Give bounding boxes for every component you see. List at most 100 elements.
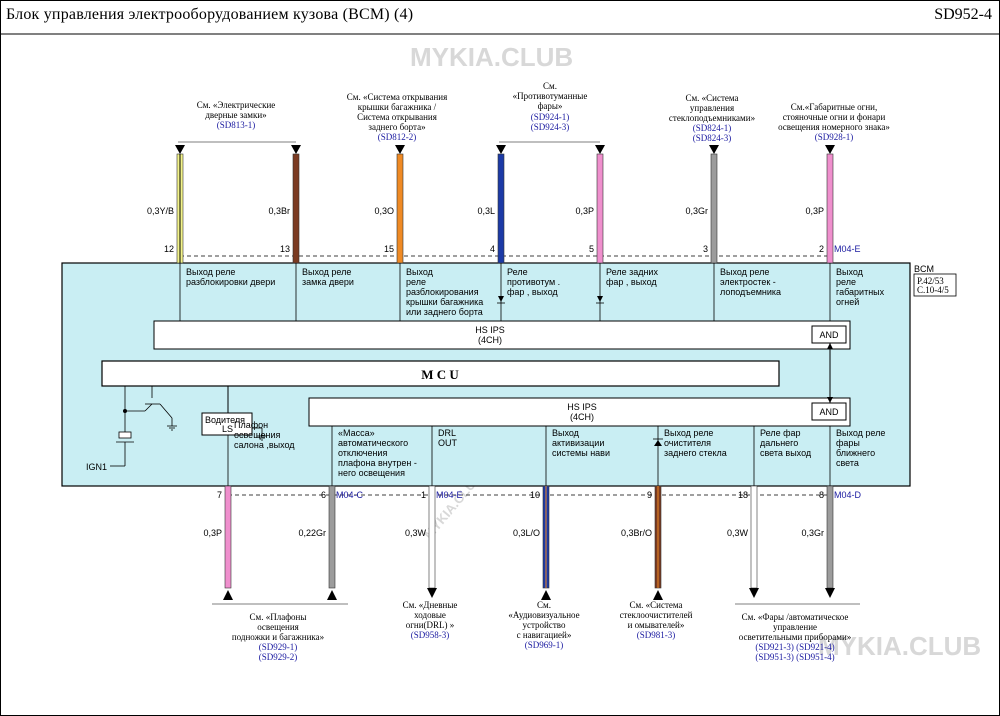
wire-color-code: 0,3Gr <box>801 528 824 538</box>
wire-function-label: него освещения <box>338 468 405 478</box>
svg-text:См. «Дневные: См. «Дневные <box>403 600 458 610</box>
ref-drl: См. «Дневные ходовые огни(DRL) » (SD958-… <box>403 600 458 640</box>
relay-diode-icon <box>597 296 603 302</box>
wire-body <box>596 153 604 264</box>
wire-body <box>292 153 300 264</box>
wire-function-label: системы нави <box>552 448 610 458</box>
wire-arrow <box>327 590 337 600</box>
wire-function-label: «Масса» <box>338 428 375 438</box>
wire-body <box>396 153 404 264</box>
wire-function-label: Реле фар <box>760 428 801 438</box>
wire-function-label: Реле <box>507 267 528 277</box>
svg-text:стеклоподъемниками»: стеклоподъемниками» <box>669 113 755 123</box>
svg-text:(SD924-1): (SD924-1) <box>531 112 570 122</box>
watermark-bottom: MYKIA.CLUB <box>818 631 981 661</box>
wire-function-label: фар , выход <box>606 277 657 287</box>
svg-text:управления: управления <box>690 103 734 113</box>
wire-arrow <box>175 145 185 154</box>
wire-function-label: разблокирования <box>406 287 479 297</box>
wire-function-label: OUT <box>438 438 458 448</box>
ref-av-navigation: См. «Аудиовизуальное устройство с навига… <box>508 600 579 650</box>
svg-text:подножки и багажника»: подножки и багажника» <box>232 632 324 642</box>
ign1-circuit <box>110 386 177 467</box>
wire-pin-number: 18 <box>738 490 748 500</box>
bcm-ref-2: C.10-4/5 <box>917 285 949 295</box>
wire-arrow <box>541 590 551 600</box>
svg-text:и омывателей»: и омывателей» <box>628 620 685 630</box>
svg-text:(SD813-1): (SD813-1) <box>217 120 256 130</box>
wire-function-label: света выход <box>760 448 812 458</box>
wire-function-label: салона ,выход <box>234 440 295 450</box>
page-number: SD952-4 <box>934 6 992 23</box>
wire-arrow <box>496 145 506 154</box>
wiper-diode-icon <box>654 440 662 446</box>
wire-arrow <box>749 588 759 598</box>
svg-text:См. «Система: См. «Система <box>629 600 682 610</box>
svg-text:См. «Электрические: См. «Электрические <box>197 100 276 110</box>
ign1-label: IGN1 <box>86 462 107 472</box>
svg-text:дверные замки»: дверные замки» <box>205 110 266 120</box>
and-gate-bottom <box>811 402 847 421</box>
driver-ls-label-2: LS <box>222 424 233 434</box>
mcu-label: M C U <box>421 367 459 382</box>
ref-headlamps: См. «Фары /автоматическое управление осв… <box>739 612 852 662</box>
svg-text:осветительными приборами»: осветительными приборами» <box>739 632 852 642</box>
page-header: Блок управления электрооборудованием куз… <box>0 0 1000 34</box>
svg-text:ходовые: ходовые <box>414 610 446 620</box>
wire-body <box>826 153 834 264</box>
wire-color-code: 0,3P <box>203 528 222 538</box>
wire-function-label: ближнего <box>836 448 875 458</box>
wire-function-label: Выход реле <box>302 267 351 277</box>
svg-text:устройство: устройство <box>523 620 566 630</box>
page-title: Блок управления электрооборудованием куз… <box>6 6 414 23</box>
wire-function-label: Выход реле <box>836 428 885 438</box>
driver-ls-box <box>201 412 253 436</box>
svg-text:стояночные огни и фонари: стояночные огни и фонари <box>783 112 886 122</box>
and-link-arrow-up <box>827 343 833 349</box>
wire-color-code: 0,3Br/O <box>621 528 652 538</box>
wire-function-label: Выход реле <box>664 428 713 438</box>
hs-ips-bottom-label-2: (4CH) <box>570 412 594 422</box>
wire-pin-number: 2 <box>819 244 824 254</box>
wire-pin-number: 13 <box>280 244 290 254</box>
wire-function-label: габаритных <box>836 287 885 297</box>
wire-function-label: огней <box>836 297 859 307</box>
wire-color-code: 0,3Y/B <box>147 206 174 216</box>
wire-function-label: или заднего борта <box>406 307 483 317</box>
wire-color-code: 0,3Br <box>268 206 290 216</box>
bcm-ref-box <box>913 273 957 297</box>
ref-trunk: См. «Система открывания крышки багажника… <box>347 92 447 142</box>
bcm-ref-1: P.42/53 <box>917 276 944 286</box>
svg-text:заднего борта»: заднего борта» <box>368 122 425 132</box>
wire-pin-number: 9 <box>647 490 652 500</box>
wire-function-label: очистителя <box>664 438 711 448</box>
svg-text:«Аудиовизуальное: «Аудиовизуальное <box>508 610 579 620</box>
svg-text:с навигацией»: с навигацией» <box>517 630 572 640</box>
svg-text:См. «Система: См. «Система <box>685 93 738 103</box>
ref-window-lifter: См. «Система управления стеклоподъемника… <box>669 93 755 143</box>
bottom-wire-6: 0,22Gr6«Масса»автоматическогоотключенияп… <box>298 426 417 600</box>
bcm-label: BCM <box>914 264 934 274</box>
svg-text:(SD969-1): (SD969-1) <box>525 640 564 650</box>
ref-interior-lights: См. «Плафоны освещения подножки и багажн… <box>232 612 324 662</box>
wire-function-label: заднего стекла <box>664 448 727 458</box>
svg-text:(SD921-3) (SD921-4): (SD921-3) (SD921-4) <box>755 642 834 652</box>
wire-pin-number: 1 <box>421 490 426 500</box>
svg-text:«Противотуманные: «Противотуманные <box>513 91 588 101</box>
watermark-top: MYKIA.CLUB <box>410 42 573 72</box>
wire-function-label: Плафон <box>234 420 268 430</box>
connector-label-c: M04-C <box>336 490 364 500</box>
and-gate-top-label: AND <box>819 330 839 340</box>
svg-text:(SD812-2): (SD812-2) <box>378 132 417 142</box>
wire-body <box>497 153 505 264</box>
svg-text:огни(DRL) »: огни(DRL) » <box>406 620 455 630</box>
svg-text:(SD929-2): (SD929-2) <box>259 652 298 662</box>
wire-arrow <box>291 145 301 154</box>
